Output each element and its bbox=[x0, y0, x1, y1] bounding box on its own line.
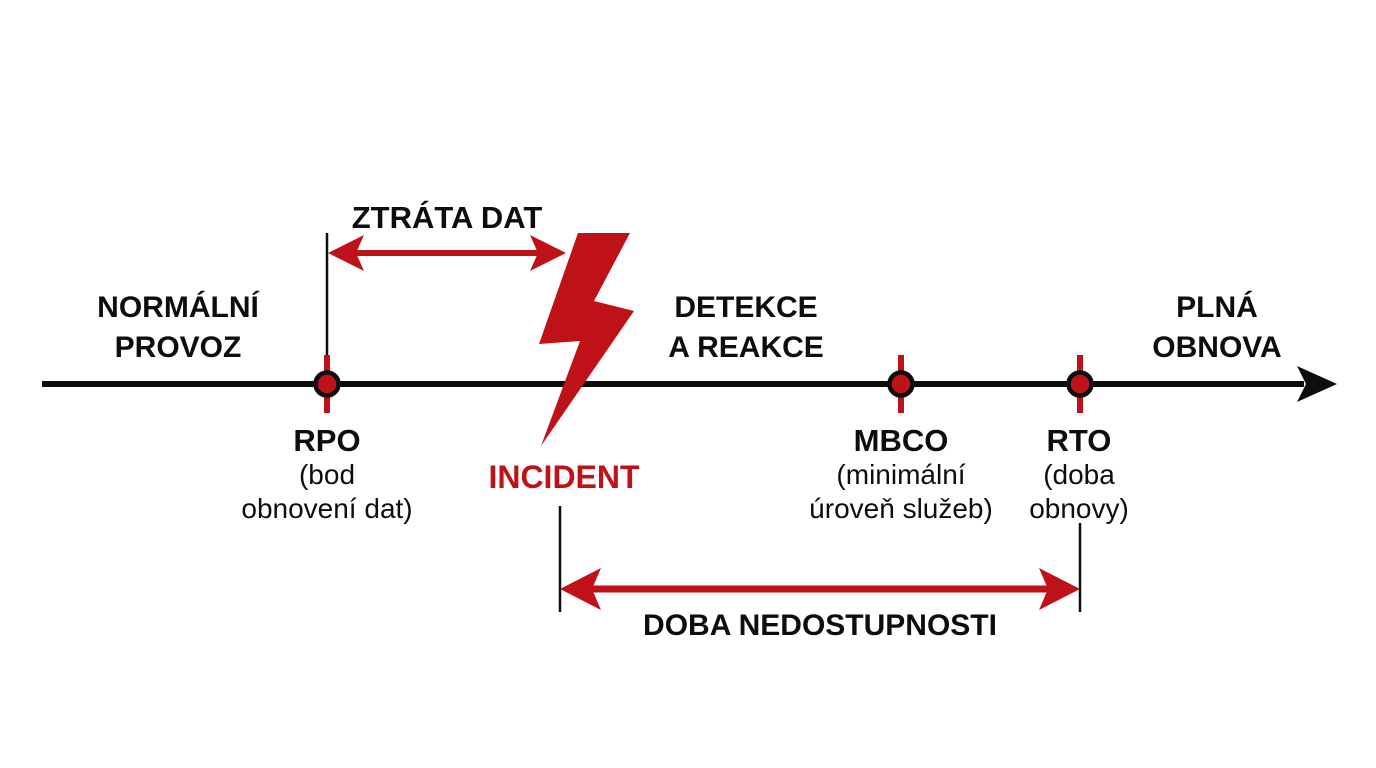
downtime-arrowhead-left bbox=[560, 568, 601, 610]
data-loss-arrowhead-left bbox=[328, 235, 364, 271]
phase-label-full-recovery: PLNÁ OBNOVA bbox=[1152, 288, 1281, 368]
data-loss-span-label: ZTRÁTA DAT bbox=[351, 200, 543, 235]
data-loss-arrowhead-right bbox=[530, 235, 566, 271]
rto-marker-dot bbox=[1066, 370, 1094, 398]
incident-label: INCIDENT bbox=[488, 459, 640, 495]
mbco-desc-line2: úroveň služeb) bbox=[809, 493, 993, 524]
phase-label-normal-operation: NORMÁLNÍ PROVOZ bbox=[97, 288, 259, 368]
downtime-arrowhead-right bbox=[1039, 568, 1080, 610]
mbco-desc-line1: (minimální bbox=[836, 459, 966, 490]
phase-detekce-line2: A REAKCE bbox=[668, 331, 824, 364]
phase-normal-line2: PROVOZ bbox=[114, 331, 242, 364]
rto-desc-line2: obnovy) bbox=[1029, 493, 1129, 524]
mbco-abbr: MBCO bbox=[853, 423, 949, 458]
milestone-label-rto: RTO (doba obnovy) bbox=[1029, 423, 1129, 526]
rpo-desc-line1: (bod bbox=[298, 459, 356, 490]
mbco-marker-dot bbox=[887, 370, 915, 398]
rto-desc-line1: (doba bbox=[1043, 459, 1115, 490]
downtime-span-label: DOBA NEDOSTUPNOSTI bbox=[643, 609, 997, 642]
rto-abbr: RTO bbox=[1046, 423, 1112, 458]
phase-plna-line2: OBNOVA bbox=[1152, 331, 1282, 364]
rpo-desc-line2: obnovení dat) bbox=[241, 493, 413, 524]
phase-normal-line1: NORMÁLNÍ bbox=[97, 291, 259, 324]
incident-lightning-icon bbox=[539, 233, 634, 446]
phase-detekce-line1: DETEKCE bbox=[674, 291, 818, 324]
milestone-label-rpo: RPO (bod obnovení dat) bbox=[241, 423, 412, 526]
phase-plna-line1: PLNÁ bbox=[1176, 291, 1258, 324]
milestone-label-mbco: MBCO (minimální úroveň služeb) bbox=[809, 423, 993, 526]
timeline-arrowhead-icon bbox=[1297, 366, 1337, 402]
phase-label-detection-response: DETEKCE A REAKCE bbox=[668, 288, 824, 368]
data-loss-double-arrow-icon bbox=[328, 235, 566, 271]
downtime-double-arrow-icon bbox=[560, 568, 1080, 610]
rpo-marker-dot bbox=[313, 370, 341, 398]
rpo-abbr: RPO bbox=[293, 423, 361, 458]
